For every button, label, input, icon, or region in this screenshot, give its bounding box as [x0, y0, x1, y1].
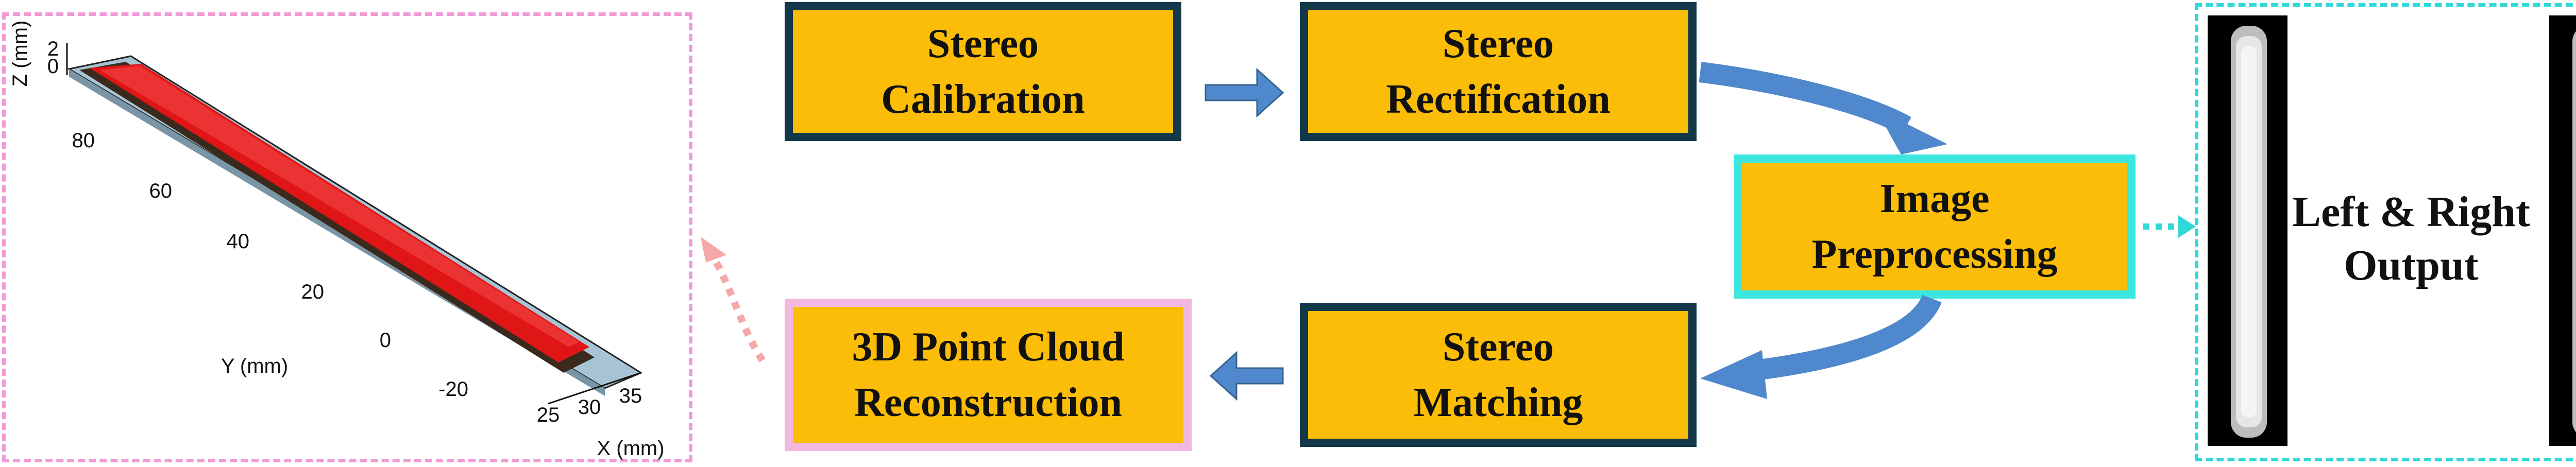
image-preprocessing-label: Image Preprocessing: [1811, 176, 2058, 277]
x-axis-label: X (mm): [597, 437, 664, 460]
z-tick: 0: [47, 55, 59, 78]
arrow-left-icon: [1209, 351, 1284, 401]
dotted-return-arrow: [710, 255, 766, 362]
right-image: [2549, 15, 2576, 446]
y-axis-label: Y (mm): [221, 355, 288, 377]
stereo-calibration-label: Stereo Calibration: [881, 21, 1085, 122]
y-tick: 20: [301, 281, 325, 303]
curved-arrow-back: [1750, 294, 1942, 381]
output-label: Left & Right Output: [2292, 188, 2530, 289]
x-tick: 25: [537, 404, 560, 426]
point-cloud-panel: [2, 12, 692, 462]
y-tick: 0: [380, 329, 391, 352]
point-cloud-reconstruction-label: 3D Point Cloud Reconstruction: [852, 324, 1125, 425]
stereo-matching-label: Stereo Matching: [1413, 324, 1583, 425]
z-axis-label: Z (mm): [9, 21, 31, 87]
dotted-arrow-icon: [2178, 215, 2196, 238]
y-tick: 40: [227, 230, 250, 253]
y-tick: 80: [72, 129, 95, 152]
z-tick: 2: [47, 38, 59, 60]
curved-arrow-down: [1699, 62, 1911, 135]
x-tick: 30: [578, 396, 601, 419]
y-tick: 60: [149, 180, 173, 202]
stereo-matching-box: Stereo Matching: [1300, 303, 1697, 447]
bead-surface: [90, 64, 589, 362]
point-cloud-plot: Z (mm) 2 0 80 60 40 20 0 -20 Y (mm) 25 3…: [9, 21, 665, 460]
image-preprocessing-box: Image Preprocessing: [1734, 154, 2136, 299]
output-panel: [2195, 3, 2576, 461]
stereo-rectification-box: Stereo Rectification: [1300, 2, 1697, 141]
x-tick: 35: [619, 385, 642, 407]
stereo-rectification-label: Stereo Rectification: [1386, 21, 1611, 122]
point-cloud-reconstruction-box: 3D Point Cloud Reconstruction: [785, 299, 1192, 451]
left-image: [2208, 15, 2287, 446]
arrow-right-icon: [1205, 67, 1284, 118]
stereo-calibration-box: Stereo Calibration: [785, 2, 1181, 141]
y-tick: -20: [438, 378, 468, 401]
